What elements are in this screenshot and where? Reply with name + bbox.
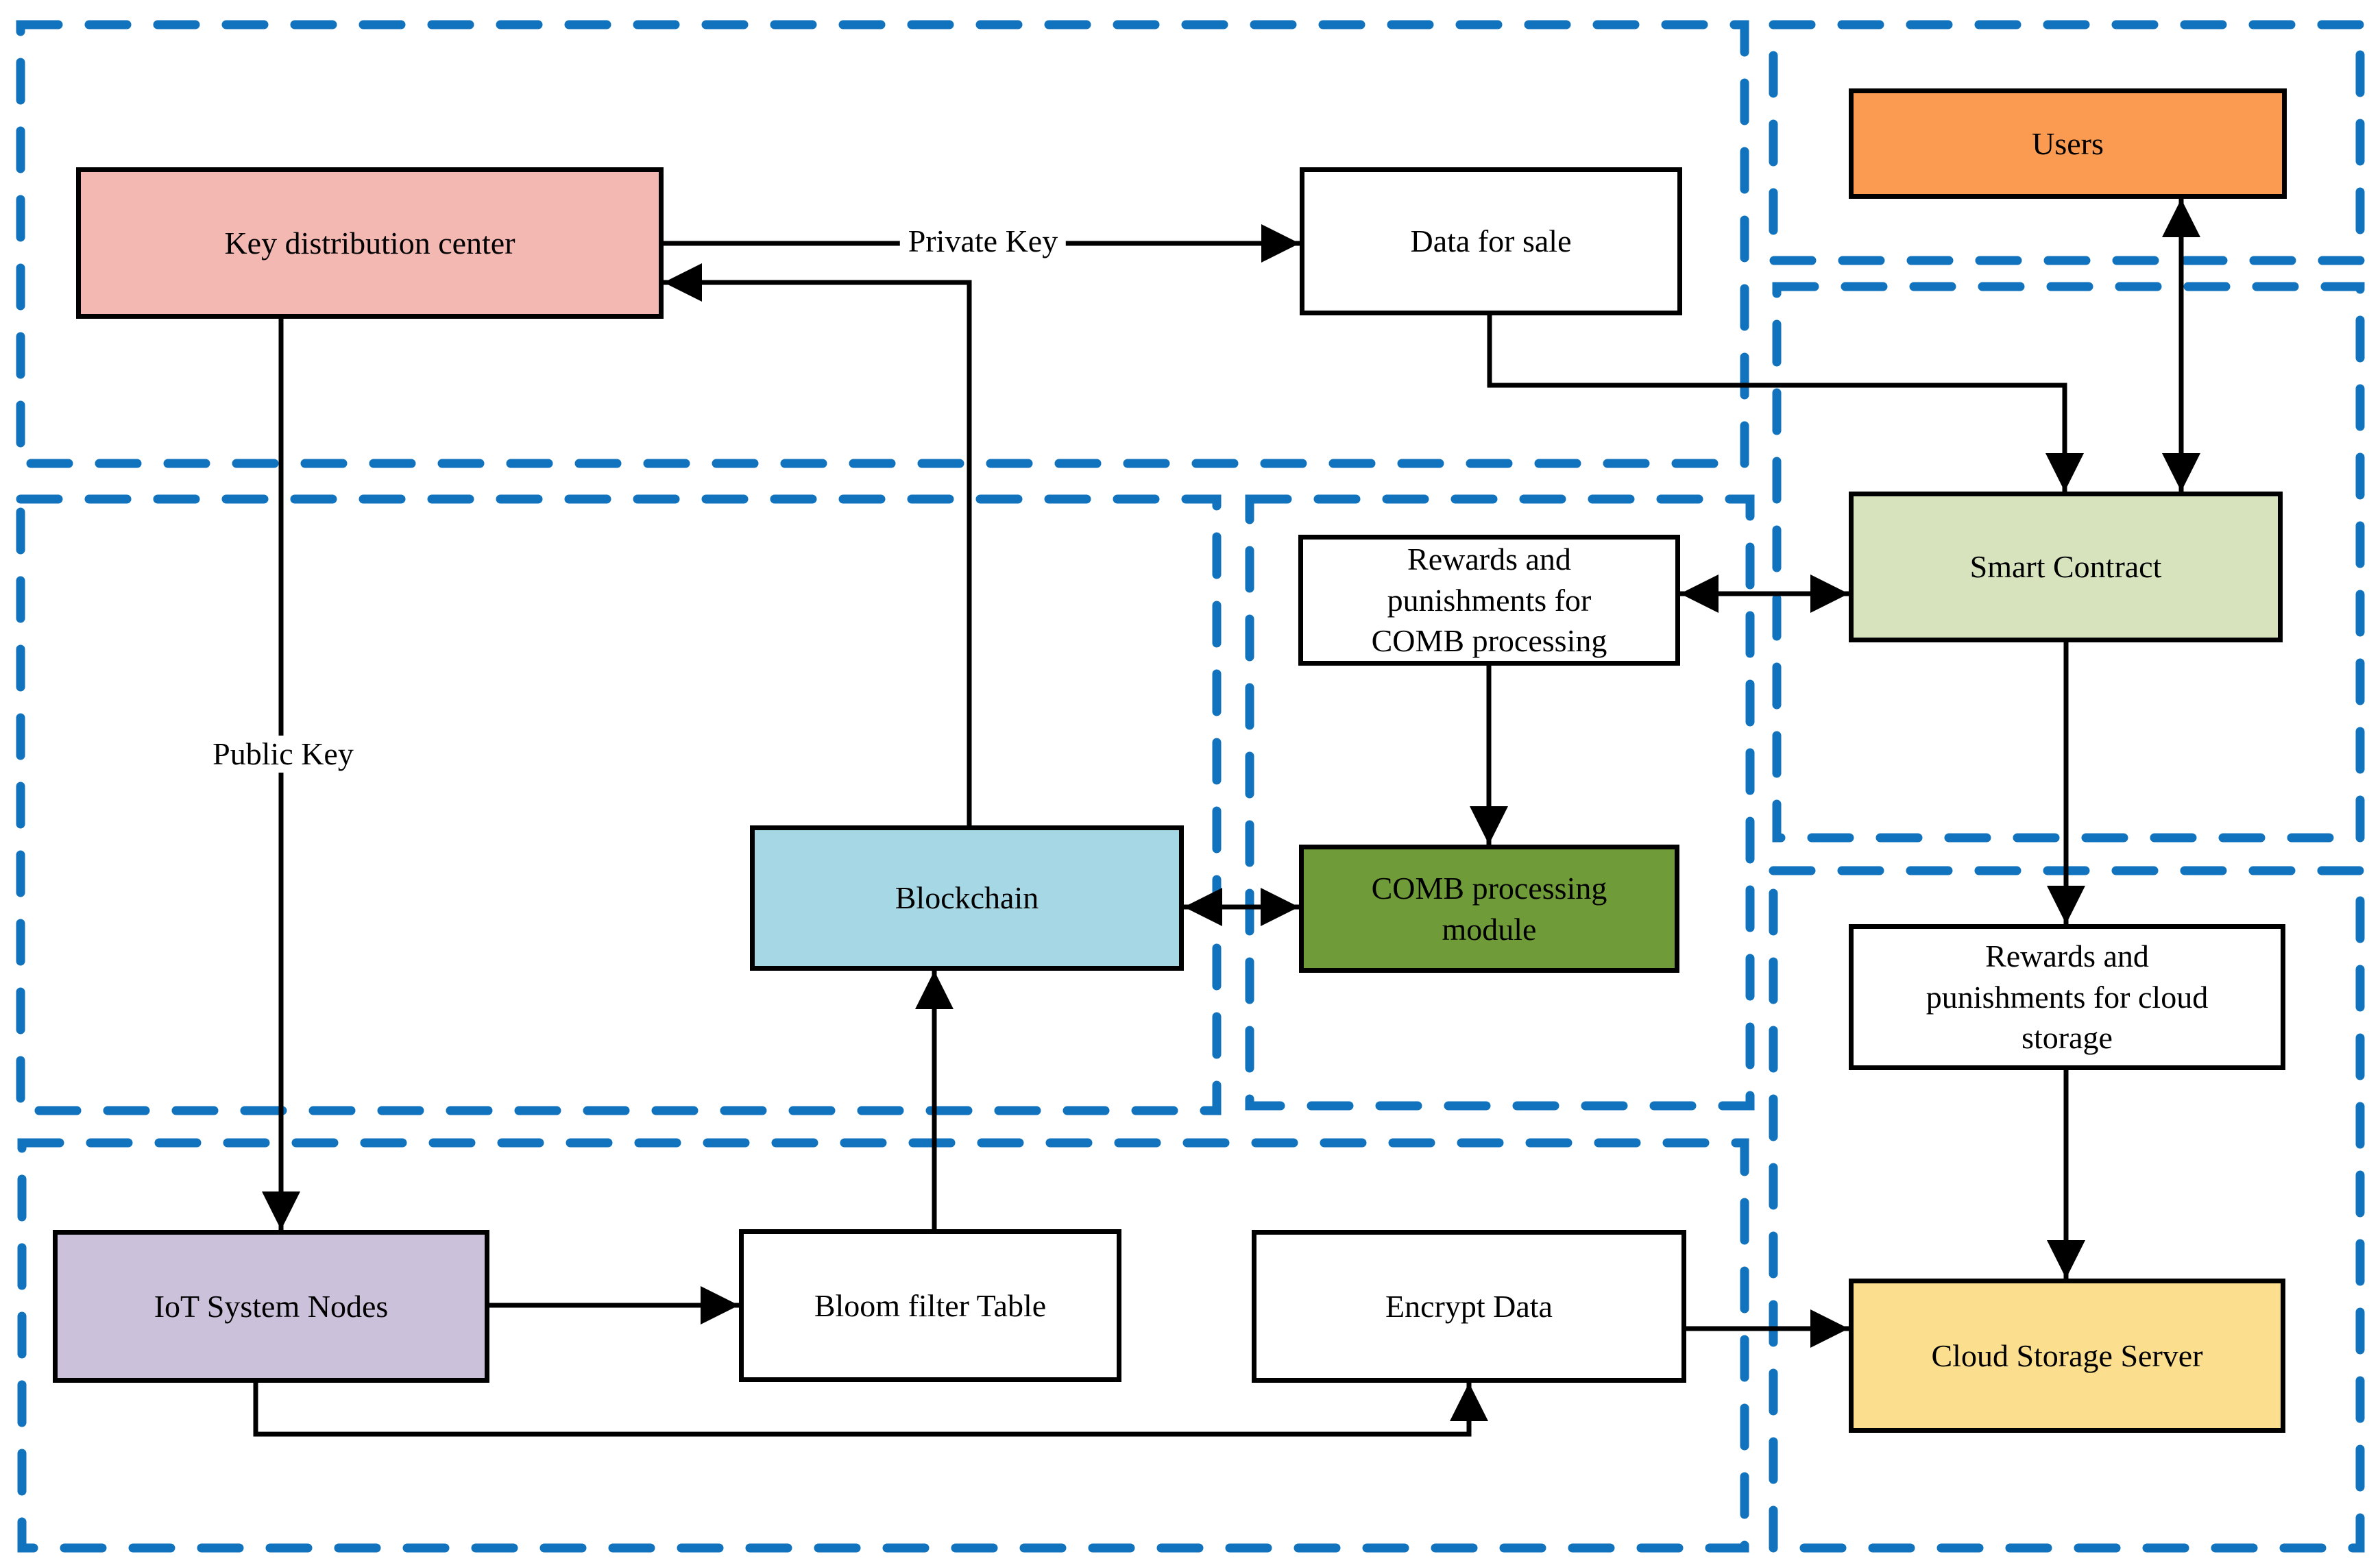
box-data-for-sale: Data for sale <box>1300 167 1682 315</box>
region-iot-border <box>17 1138 1749 1553</box>
connectors <box>253 199 2200 1437</box>
box-label-bloom-filter-table: Bloom filter Table <box>814 1287 1047 1323</box>
box-rewards-punishments-comb: Rewards and punishments for COMB process… <box>1298 535 1680 666</box>
box-blockchain: Blockchain <box>750 825 1184 971</box>
region-key-generation-border <box>16 20 1749 468</box>
box-smart-contract: Smart Contract <box>1849 492 2283 642</box>
arrow-data-for-sale-to-smart-contract <box>1487 315 2084 492</box>
edge-label-public-key: Public Key <box>204 736 362 773</box>
region-blockchain-border <box>16 494 1222 1115</box>
box-key-distribution-center: Key distribution center <box>76 167 664 319</box>
box-users: Users <box>1849 88 2287 199</box>
box-encrypt-data: Encrypt Data <box>1252 1230 1686 1383</box>
region-users-border <box>1769 20 2365 265</box>
box-iot-system-nodes: IoT System Nodes <box>53 1230 489 1383</box>
box-label-comb-processing-module: COMB processing module <box>1371 870 1607 947</box>
edge-label-private-key: Private Key <box>899 223 1067 260</box>
box-bloom-filter-table: Bloom filter Table <box>739 1229 1121 1382</box>
box-comb-processing-module: COMB processing module <box>1299 845 1679 973</box>
box-label-blockchain: Blockchain <box>895 880 1039 916</box>
box-rewards-punishments-cloud: Rewards and punishments for cloud storag… <box>1849 924 2285 1070</box>
box-label-users: Users <box>2032 125 2104 161</box>
box-label-data-for-sale: Data for sale <box>1410 223 1572 259</box>
box-label-rewards-punishments-comb: Rewards and punishments for COMB process… <box>1371 541 1607 659</box>
box-label-cloud-storage-server: Cloud Storage Server <box>1931 1338 2203 1373</box>
box-label-rewards-punishments-cloud: Rewards and punishments for cloud storag… <box>1926 938 2209 1056</box>
box-label-iot-system-nodes: IoT System Nodes <box>154 1288 389 1324</box>
arrow-blockchain-to-kdc <box>664 263 972 825</box>
box-label-encrypt-data: Encrypt Data <box>1385 1288 1553 1324</box>
box-cloud-storage-server: Cloud Storage Server <box>1849 1279 2285 1433</box>
box-label-key-distribution-center: Key distribution center <box>224 225 515 261</box>
region-smart-contract-border <box>1772 282 2365 843</box>
arrow-iot-to-encrypt-data <box>253 1383 1488 1437</box>
box-label-smart-contract: Smart Contract <box>1969 549 2162 585</box>
